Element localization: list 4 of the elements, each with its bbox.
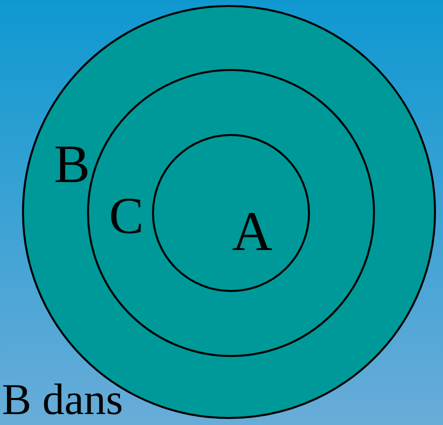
caption-text: B dans xyxy=(2,378,123,422)
circle-label: A xyxy=(232,204,272,260)
circle-label: C xyxy=(109,191,144,243)
circle-label: B xyxy=(54,137,90,191)
